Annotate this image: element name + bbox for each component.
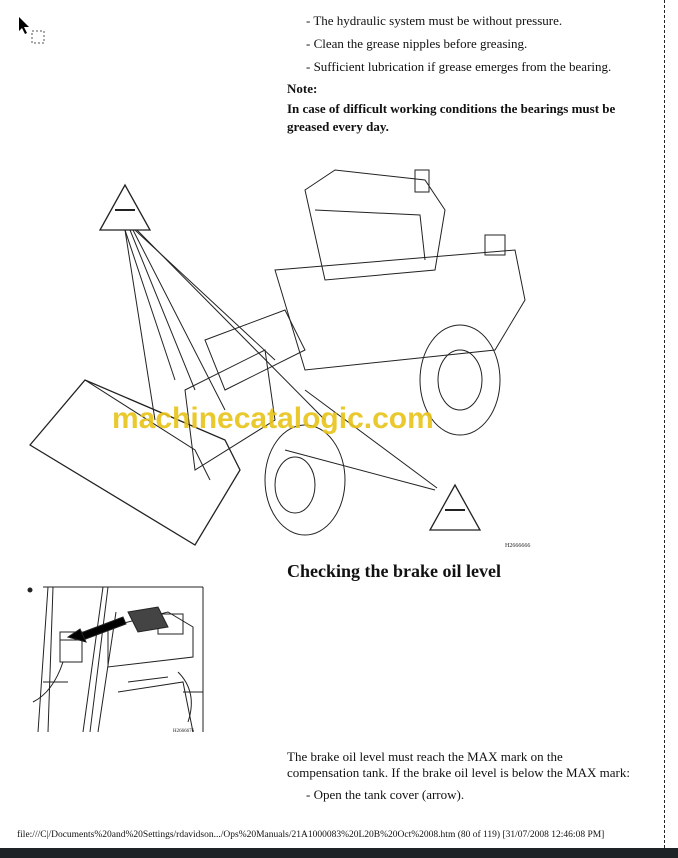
cursor-icon xyxy=(19,17,45,44)
bullet-2: - Clean the grease nipples before greasi… xyxy=(306,36,528,51)
note-line-2: greased every day. xyxy=(287,119,389,134)
bullet-3: - Sufficient lubrication if grease emerg… xyxy=(306,59,612,74)
figure1-code: H2666666 xyxy=(505,543,530,549)
wheel-loader-illustration: H2666666 xyxy=(29,169,530,549)
body-line-2: compensation tank. If the brake oil leve… xyxy=(287,765,630,780)
page-footer-url: file:///C|/Documents%20and%20Settings/rd… xyxy=(17,830,605,840)
brake-oil-tank-illustration: H2666676 xyxy=(27,586,204,734)
body-line-1: The brake oil level must reach the MAX m… xyxy=(287,749,563,764)
taskbar-strip xyxy=(0,848,678,858)
note-label: Note: xyxy=(287,81,318,96)
bullet-1: - The hydraulic system must be without p… xyxy=(306,13,563,28)
section-title: Checking the brake oil level xyxy=(287,561,501,581)
watermark: machinecatalogic.com xyxy=(112,402,434,435)
page-edge-divider xyxy=(664,0,665,848)
warning-triangle-icon xyxy=(428,483,482,531)
bullet-open-tank: - Open the tank cover (arrow). xyxy=(306,787,465,802)
note-line-1: In case of difficult working conditions … xyxy=(287,101,616,116)
warning-triangle-icon xyxy=(98,183,152,231)
figure2-code: H2666676 xyxy=(173,729,195,734)
